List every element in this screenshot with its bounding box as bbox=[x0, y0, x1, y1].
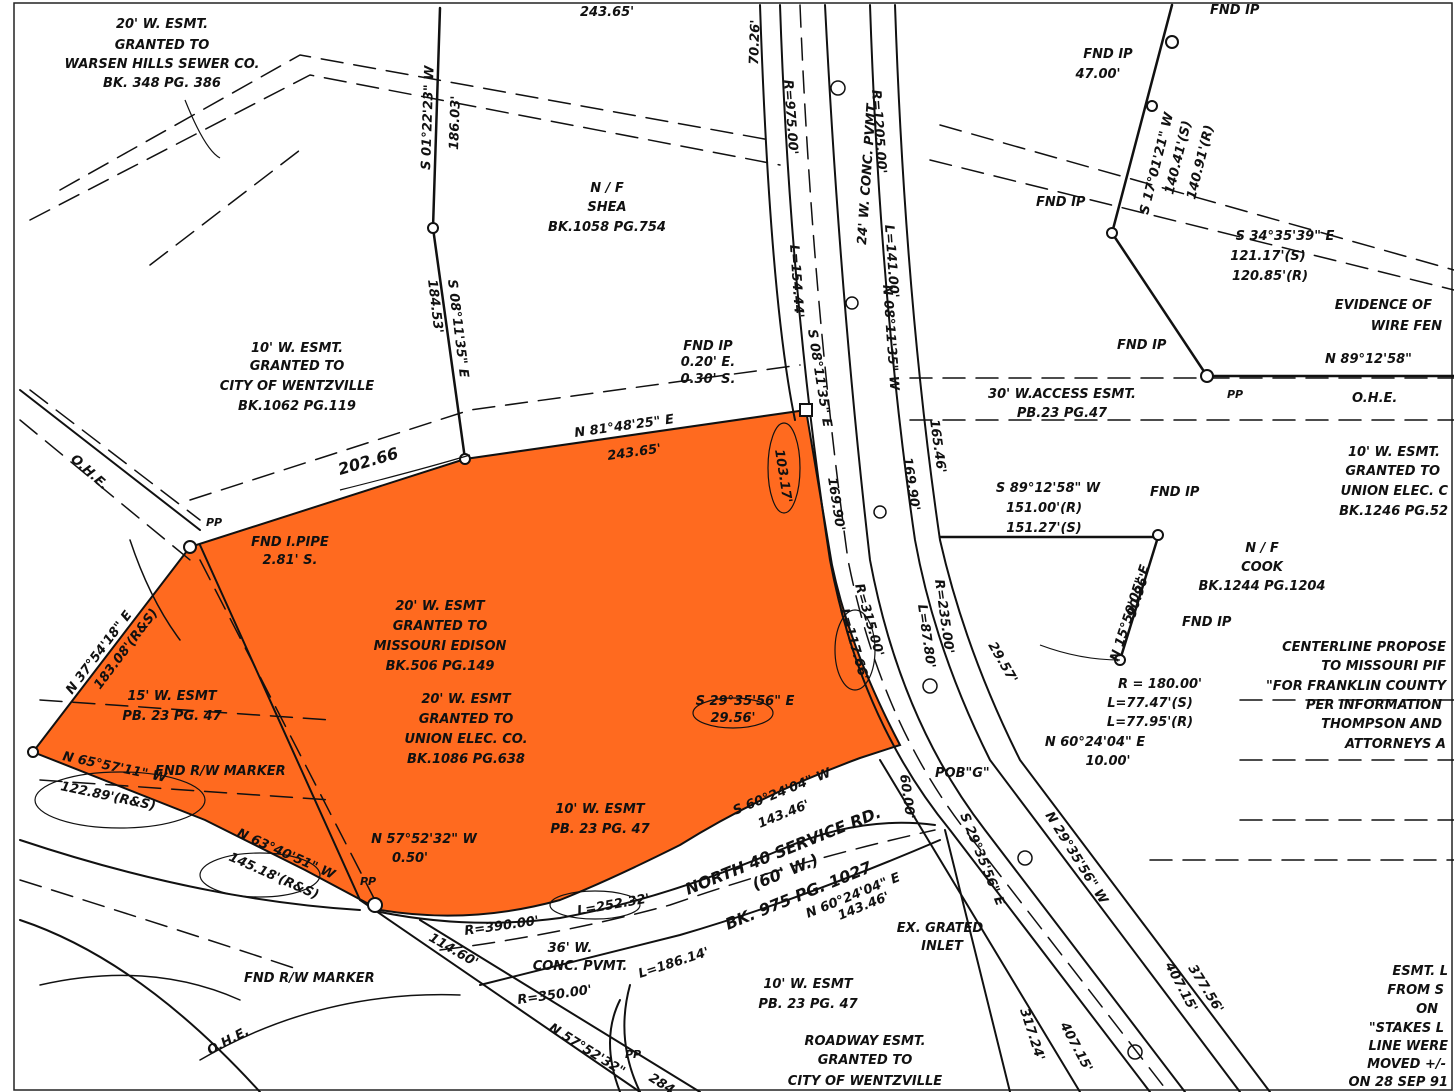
parcel-highlight bbox=[31, 408, 902, 917]
length-87: L=87.80' bbox=[914, 603, 938, 669]
survey-monuments bbox=[27, 35, 1214, 913]
distance-70: 70.26' bbox=[747, 20, 764, 66]
distance-202: 202.66 bbox=[336, 444, 401, 479]
top-fnd-ip: FND IP bbox=[1210, 3, 1260, 18]
ohe-right-label: O.H.E. bbox=[1352, 391, 1397, 406]
length-154: L=154.44' bbox=[786, 244, 806, 318]
length-186: L=186.14' bbox=[637, 945, 711, 982]
pp-label-3: PP bbox=[625, 1048, 641, 1061]
pp-label-4: PP bbox=[1227, 388, 1243, 401]
easement-lines bbox=[19, 54, 1454, 911]
access-esmt-label: 30' W.ACCESS ESMT.PB.23 PG.47 bbox=[988, 387, 1136, 421]
fnd-ip-fence-label: FND IP bbox=[1117, 338, 1167, 353]
road-corridor bbox=[759, 4, 1271, 1092]
fnd-ip-cook-label: FND IP bbox=[1150, 485, 1200, 500]
radius-975: R=975.00' bbox=[780, 79, 800, 155]
distance-169-a: 169.90' bbox=[824, 476, 847, 532]
distance-29-57: 29.57' bbox=[985, 640, 1021, 687]
radius-390: R=390.00' bbox=[463, 914, 539, 939]
north-line-distance: 243.65' bbox=[606, 442, 662, 464]
fnd-rw-marker-2-label: FND R/W MARKER bbox=[244, 971, 375, 986]
pp-label-2: PP bbox=[360, 875, 376, 888]
s01-distance: 186.03' bbox=[447, 95, 464, 150]
distance-165: 165.46' bbox=[926, 418, 948, 474]
ohe-left-label: O.H.E. bbox=[67, 452, 111, 493]
map-frame bbox=[13, 2, 1453, 1091]
fnd-ip-lower-label: FND IP bbox=[1182, 615, 1232, 630]
highway-curves bbox=[19, 839, 461, 1092]
tree-symbols bbox=[830, 80, 1143, 1060]
ohe-bottom-label: O.H.E. bbox=[205, 1024, 252, 1059]
concrete-36-label: 36' W.CONC. PVMT. bbox=[533, 941, 628, 974]
fnd-ip-mid-label: FND IP bbox=[1036, 195, 1086, 210]
length-252: L=252.32' bbox=[576, 891, 651, 919]
n57-bottom-bearing: N 57°52'32" bbox=[546, 1021, 628, 1080]
distance-407-a: 407.15' bbox=[1056, 1019, 1095, 1075]
length-141: L=141.00' bbox=[881, 224, 901, 298]
fnd-rw-marker-label: FND R/W MARKER bbox=[155, 764, 286, 779]
distance-60: 60.00' bbox=[896, 773, 917, 820]
curve-180-label: R = 180.00'L=77.47'(S)L=77.95'(R) bbox=[1107, 677, 1202, 730]
top-cut-distance: 243.65' bbox=[580, 5, 634, 20]
n89-bearing: N 89°12'58" bbox=[1325, 352, 1412, 367]
s01-bearing: S 01°22'23" W bbox=[419, 65, 438, 170]
radius-1205: R=1205.00' bbox=[868, 89, 889, 174]
n08-bearing: N 08°11'35" W bbox=[879, 284, 901, 391]
pob-g-label: POB"G" bbox=[935, 766, 990, 781]
distance-317: 317.24' bbox=[1016, 1007, 1047, 1063]
hand-annotations bbox=[34, 99, 1121, 920]
n29-long-bearing: N 29°35'56" W bbox=[1042, 809, 1111, 907]
service-road bbox=[359, 821, 941, 1092]
distance-169-b: 169.90' bbox=[899, 456, 922, 512]
s08-west-distance: 184.53' bbox=[424, 279, 445, 335]
pp-label-1: PP bbox=[206, 516, 222, 529]
